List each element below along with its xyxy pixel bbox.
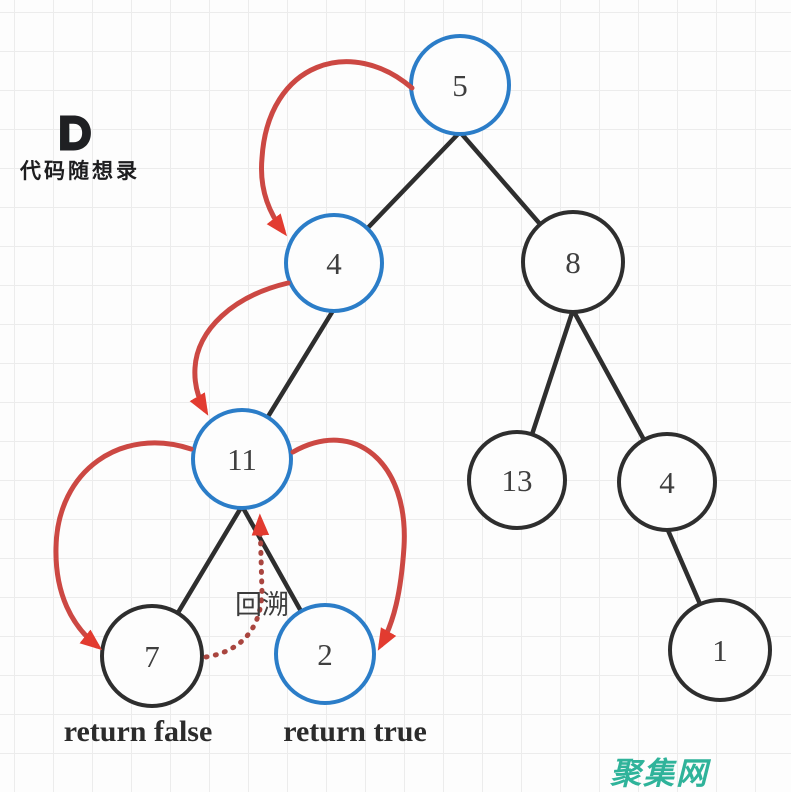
tree-node-5: 5: [409, 34, 511, 136]
logo: 代码随想录: [20, 114, 170, 185]
node-value: 4: [659, 465, 675, 500]
backtrack-arrow-7-to-11: [203, 513, 270, 660]
tree-node-4-left: 4: [284, 213, 384, 313]
watermark: 聚集网: [610, 756, 709, 791]
node-value: 13: [502, 463, 533, 498]
tree-node-8: 8: [521, 210, 625, 314]
tree-nodes: 5 4 8 11 13 4: [100, 34, 772, 708]
node-circle: [467, 430, 567, 530]
node-circle: [617, 432, 717, 532]
backtrack-label: 回溯: [235, 590, 289, 621]
traversal-arrows: [53, 59, 415, 660]
tree-node-1: 1: [668, 598, 772, 702]
node-value: 7: [144, 639, 160, 674]
traversal-arrow-4-to-11: [189, 280, 291, 416]
tree-edges: [149, 129, 723, 659]
logo-d-letterform: [60, 115, 91, 151]
node-value: 4: [326, 246, 342, 281]
node-value: 8: [565, 245, 581, 280]
traversal-arrow-11-to-2: [290, 437, 407, 651]
return-false-label: return false: [64, 715, 213, 748]
node-circle: [191, 408, 293, 510]
node-circle: [284, 213, 384, 313]
tree-node-4-right: 4: [617, 432, 717, 532]
tree-node-13: 13: [467, 430, 567, 530]
node-value: 2: [317, 637, 333, 672]
logo-d-icon: [60, 115, 91, 151]
traversal-arrow-5-to-4: [259, 59, 415, 237]
node-circle: [668, 598, 772, 702]
tree-node-11: 11: [191, 408, 293, 510]
logo-wordmark: 代码随想录: [20, 160, 140, 183]
node-circle: [274, 603, 376, 705]
traversal-arrow-11-to-7: [53, 440, 194, 651]
tree-node-7: 7: [100, 604, 204, 708]
tree-node-2: 2: [274, 603, 376, 705]
node-value: 11: [227, 442, 257, 477]
node-circle: [100, 604, 204, 708]
return-true-label: return true: [283, 715, 427, 748]
node-value: 5: [452, 68, 468, 103]
node-circle: [521, 210, 625, 314]
node-value: 1: [712, 633, 728, 668]
